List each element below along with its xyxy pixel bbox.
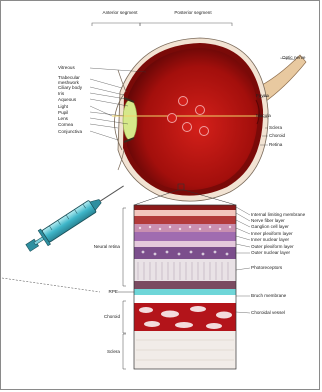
neural-retina-label: Neural retina xyxy=(72,244,120,249)
layer-label: Inner nuclear layer xyxy=(251,237,289,242)
retina-label: Retina xyxy=(269,142,282,147)
layer-label: Photoreceptors xyxy=(251,265,282,270)
trabecular-label: Trabecular meshwork xyxy=(58,75,98,85)
macula-label: Macula xyxy=(256,113,271,118)
layer-label: Inner plexiform layer xyxy=(251,231,293,236)
vitreous-label: Vitreous xyxy=(58,65,75,70)
iris-label: Iris xyxy=(58,91,64,96)
optic-nerve-label: Optic nerve xyxy=(282,55,306,60)
layer-label: Outer plexiform layer xyxy=(251,244,294,249)
cornea-label: Cornea xyxy=(58,122,73,127)
light-label: Light xyxy=(58,104,68,109)
retina-cross-section xyxy=(134,205,236,369)
injection-leader xyxy=(2,278,100,292)
layer-label: Choroidal vessel xyxy=(251,310,285,315)
choroid-section-label: Choroid xyxy=(82,314,120,319)
choroid-label: Choroid xyxy=(269,133,285,138)
pupil-label: Pupil xyxy=(58,110,68,115)
layer-leaders xyxy=(236,207,250,313)
layer-label: Internal limiting membrane xyxy=(251,212,305,217)
sclera-label: Sclera xyxy=(269,125,282,130)
lens-label: Lens xyxy=(58,116,68,121)
segment-brackets xyxy=(92,23,232,26)
conjunctiva-label: Conjunctiva xyxy=(58,129,82,134)
rpe-label: RPE xyxy=(96,289,118,294)
sclera-section-label: Sclera xyxy=(82,349,120,354)
vitreous-body xyxy=(127,48,258,190)
posterior-segment-label: Posterior segment xyxy=(170,10,216,15)
layer-label: Nerve fiber layer xyxy=(251,218,285,223)
aqueous-label: Aqueous xyxy=(58,97,76,102)
anterior-segment-label: Anterior segment xyxy=(100,10,140,15)
layer-label: Outer nuclear layer xyxy=(251,250,290,255)
lens xyxy=(123,100,137,140)
section-brackets xyxy=(118,208,134,369)
layer-label: Bruch membrane xyxy=(251,293,286,298)
ciliary-body-label: Ciliary body xyxy=(58,85,82,90)
fovea-label: Fovea xyxy=(256,93,269,98)
layer-label: Ganglion cell layer xyxy=(251,224,289,229)
